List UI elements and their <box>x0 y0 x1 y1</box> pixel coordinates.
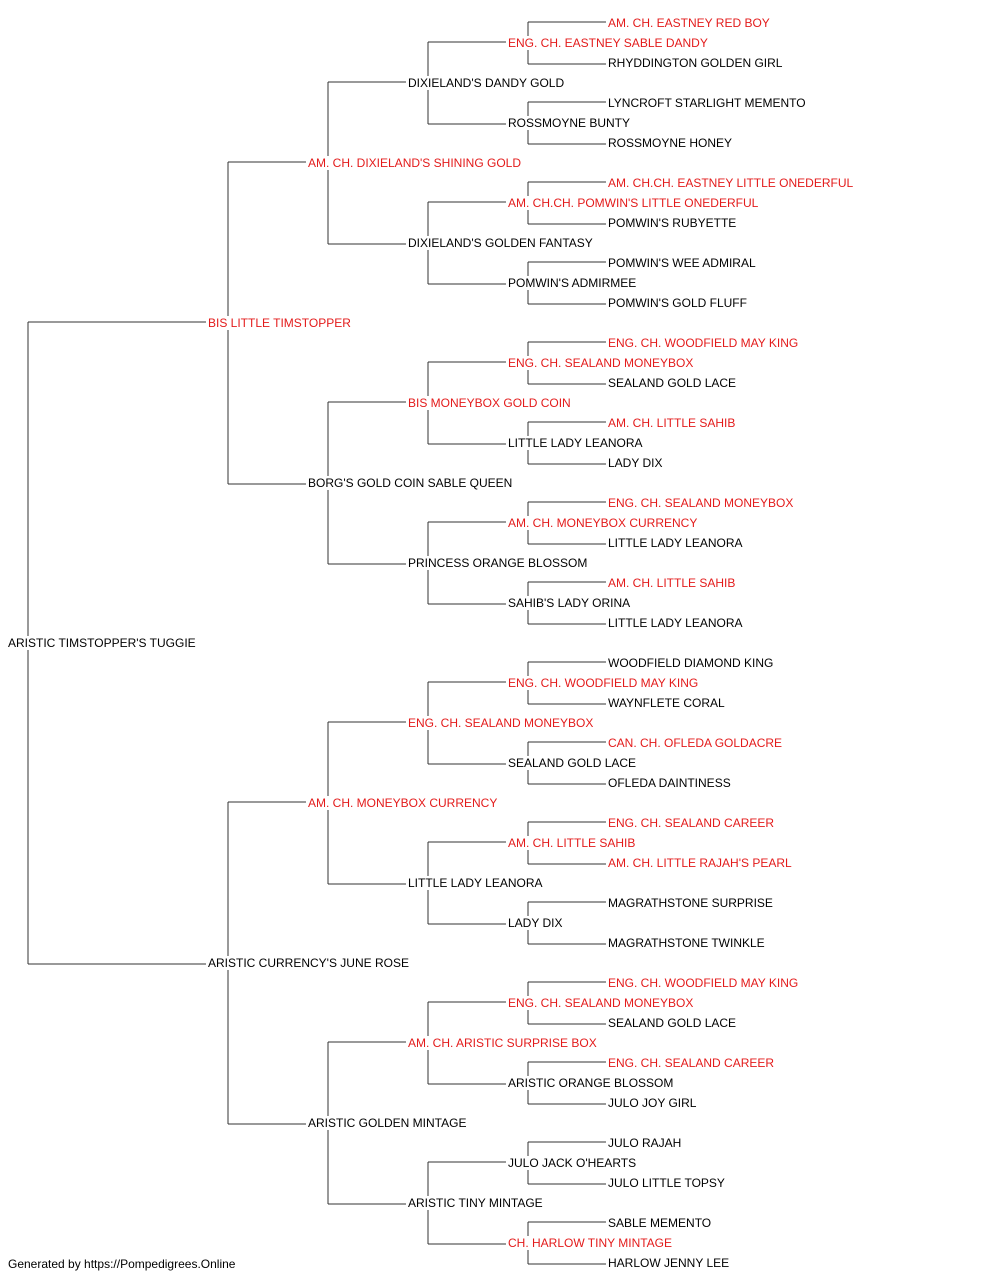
dog-name-dam-dam-sire-dam-sire: ENG. CH. SEALAND CAREER <box>607 1056 776 1070</box>
dog-name-sire-sire-dam-sire-sire: AM. CH.CH. EASTNEY LITTLE ONEDERFUL <box>607 176 855 190</box>
dog-name-dam-dam-dam-sire-dam: JULO LITTLE TOPSY <box>607 1176 726 1190</box>
dog-name-sire-sire-sire-dam-sire: LYNCROFT STARLIGHT MEMENTO <box>607 96 807 110</box>
dog-name-sire-dam-dam-sire: AM. CH. MONEYBOX CURRENCY <box>507 516 699 530</box>
dog-name-dam: ARISTIC CURRENCY'S JUNE ROSE <box>207 956 410 970</box>
dog-name-dam-dam-dam-dam-dam: HARLOW JENNY LEE <box>607 1256 731 1270</box>
dog-name-sire-dam-sire-dam-dam: LADY DIX <box>607 456 664 470</box>
dog-name-sire-sire-sire-sire-dam: RHYDDINGTON GOLDEN GIRL <box>607 56 784 70</box>
dog-name-dam-sire-sire: ENG. CH. SEALAND MONEYBOX <box>407 716 595 730</box>
dog-name-dam-dam-dam-dam-sire: SABLE MEMENTO <box>607 1216 713 1230</box>
footer-credit: Generated by https://Pompedigrees.Online <box>8 1257 236 1271</box>
dog-name-dam-dam-sire: AM. CH. ARISTIC SURPRISE BOX <box>407 1036 598 1050</box>
dog-name-dam-dam-sire-dam: ARISTIC ORANGE BLOSSOM <box>507 1076 675 1090</box>
dog-name-sire-dam-sire-sire: ENG. CH. SEALAND MONEYBOX <box>507 356 695 370</box>
dog-name-sire-dam-sire-dam: LITTLE LADY LEANORA <box>507 436 644 450</box>
dog-name-dam-sire-sire-sire-dam: WAYNFLETE CORAL <box>607 696 726 710</box>
dog-name-sire-sire-dam-sire-dam: POMWIN'S RUBYETTE <box>607 216 738 230</box>
dog-name-sire-sire-dam: DIXIELAND'S GOLDEN FANTASY <box>407 236 594 250</box>
dog-name-dam-sire-sire-dam: SEALAND GOLD LACE <box>507 756 638 770</box>
dog-name-sire-sire-dam-dam: POMWIN'S ADMIRMEE <box>507 276 638 290</box>
dog-name-sire-dam-sire-dam-sire: AM. CH. LITTLE SAHIB <box>607 416 737 430</box>
dog-name-dam-sire: AM. CH. MONEYBOX CURRENCY <box>307 796 499 810</box>
dog-name-dam-sire-dam-dam-sire: MAGRATHSTONE SURPRISE <box>607 896 774 910</box>
dog-name-dam-sire-dam-dam-dam: MAGRATHSTONE TWINKLE <box>607 936 766 950</box>
dog-name-dam-sire-dam-sire: AM. CH. LITTLE SAHIB <box>507 836 637 850</box>
dog-name-sire-dam-dam-dam-dam: LITTLE LADY LEANORA <box>607 616 744 630</box>
dog-name-dam-dam-sire-sire: ENG. CH. SEALAND MONEYBOX <box>507 996 695 1010</box>
dog-name-sire-dam-dam: PRINCESS ORANGE BLOSSOM <box>407 556 589 570</box>
dog-name-sire-sire-sire: DIXIELAND'S DANDY GOLD <box>407 76 566 90</box>
dog-name-dam-sire-dam-sire-sire: ENG. CH. SEALAND CAREER <box>607 816 776 830</box>
dog-name-sire-sire-dam-sire: AM. CH.CH. POMWIN'S LITTLE ONEDERFUL <box>507 196 760 210</box>
dog-name-dam-dam-dam: ARISTIC TINY MINTAGE <box>407 1196 544 1210</box>
dog-name-sire-dam-dam-dam-sire: AM. CH. LITTLE SAHIB <box>607 576 737 590</box>
dog-name-dam-sire-sire-sire-sire: WOODFIELD DIAMOND KING <box>607 656 775 670</box>
dog-name-dam-dam-dam-dam: CH. HARLOW TINY MINTAGE <box>507 1236 674 1250</box>
dog-name-sire-sire-sire-sire-sire: AM. CH. EASTNEY RED BOY <box>607 16 771 30</box>
dog-name-sire-sire-sire-sire: ENG. CH. EASTNEY SABLE DANDY <box>507 36 709 50</box>
dog-name-dam-dam-dam-sire: JULO JACK O'HEARTS <box>507 1156 638 1170</box>
dog-name-dam-dam-sire-sire-sire: ENG. CH. WOODFIELD MAY KING <box>607 976 800 990</box>
dog-name-dam-dam: ARISTIC GOLDEN MINTAGE <box>307 1116 468 1130</box>
dog-name-sire-sire: AM. CH. DIXIELAND'S SHINING GOLD <box>307 156 522 170</box>
dog-name-sire-sire-dam-dam-dam: POMWIN'S GOLD FLUFF <box>607 296 748 310</box>
dog-name-sire-sire-sire-dam-dam: ROSSMOYNE HONEY <box>607 136 734 150</box>
dog-name-subject: ARISTIC TIMSTOPPER'S TUGGIE <box>7 636 197 650</box>
dog-name-sire-dam-sire: BIS MONEYBOX GOLD COIN <box>407 396 572 410</box>
dog-name-dam-sire-sire-dam-dam: OFLEDA DAINTINESS <box>607 776 732 790</box>
dog-name-sire-sire-sire-dam: ROSSMOYNE BUNTY <box>507 116 632 130</box>
dog-name-sire: BIS LITTLE TIMSTOPPER <box>207 316 352 330</box>
dog-name-dam-sire-sire-sire: ENG. CH. WOODFIELD MAY KING <box>507 676 700 690</box>
dog-name-sire-dam-dam-sire-dam: LITTLE LADY LEANORA <box>607 536 744 550</box>
dog-name-dam-dam-dam-sire-sire: JULO RAJAH <box>607 1136 683 1150</box>
dog-name-sire-dam-dam-dam: SAHIB'S LADY ORINA <box>507 596 632 610</box>
dog-name-sire-sire-dam-dam-sire: POMWIN'S WEE ADMIRAL <box>607 256 757 270</box>
dog-name-dam-sire-dam-dam: LADY DIX <box>507 916 564 930</box>
dog-name-dam-dam-sire-sire-dam: SEALAND GOLD LACE <box>607 1016 738 1030</box>
dog-name-dam-dam-sire-dam-dam: JULO JOY GIRL <box>607 1096 698 1110</box>
dog-name-sire-dam-sire-sire-sire: ENG. CH. WOODFIELD MAY KING <box>607 336 800 350</box>
dog-name-dam-sire-dam: LITTLE LADY LEANORA <box>407 876 544 890</box>
dog-name-sire-dam-sire-sire-dam: SEALAND GOLD LACE <box>607 376 738 390</box>
dog-name-sire-dam: BORG'S GOLD COIN SABLE QUEEN <box>307 476 514 490</box>
dog-name-dam-sire-dam-sire-dam: AM. CH. LITTLE RAJAH'S PEARL <box>607 856 793 870</box>
dog-name-sire-dam-dam-sire-sire: ENG. CH. SEALAND MONEYBOX <box>607 496 795 510</box>
dog-name-dam-sire-sire-dam-sire: CAN. CH. OFLEDA GOLDACRE <box>607 736 784 750</box>
